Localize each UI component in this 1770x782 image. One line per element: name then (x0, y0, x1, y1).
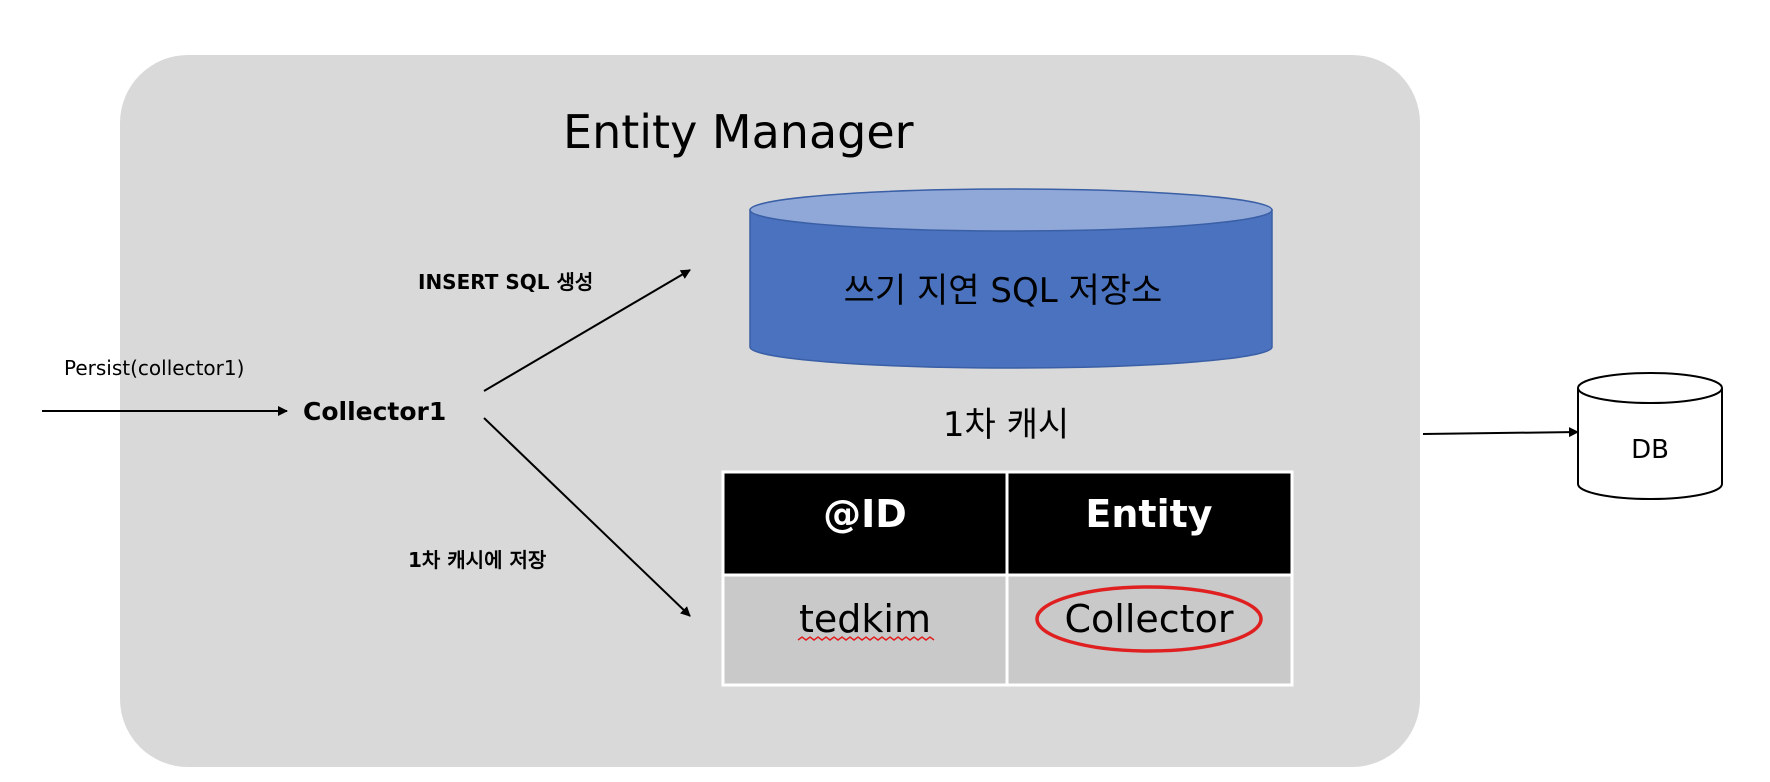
db-label: DB (1631, 435, 1669, 465)
table-row-entity-cell (1007, 575, 1292, 685)
collector-highlight-circle (1035, 585, 1263, 653)
db-cylinder-body (1577, 388, 1723, 500)
save-to-cache-arrow (483, 417, 691, 617)
table-header-id-cell (723, 472, 1007, 575)
table-header-entity-cell (1007, 472, 1292, 575)
store-label: 쓰기 지연 SQL 저장소 (844, 271, 1163, 311)
insert-sql-arrow (483, 269, 691, 392)
table-cell-entity: Collector (1065, 597, 1234, 641)
write-behind-sql-store: 쓰기 지연 SQL 저장소 (749, 188, 1273, 369)
first-level-cache-title: 1차 캐시 (943, 405, 1069, 445)
first-level-cache-table: @ID Entity tedkim Collector (721, 470, 1294, 687)
insert-sql-label: INSERT SQL 생성 (418, 270, 593, 294)
table-header-id: @ID (823, 492, 907, 536)
spellcheck-underline (797, 636, 935, 641)
flush-to-db-arrow (1422, 427, 1579, 438)
table-header-entity: Entity (1085, 492, 1212, 536)
db-cylinder-top (1577, 372, 1723, 404)
table-cell-id: tedkim (799, 597, 931, 641)
table-row-id-cell (723, 575, 1007, 685)
database-cylinder: DB (1577, 372, 1723, 500)
store-cylinder-top (749, 188, 1273, 232)
persist-label: Persist(collector1) (64, 356, 244, 380)
collector1-entity-label: Collector1 (303, 397, 446, 426)
save-to-cache-label: 1차 캐시에 저장 (408, 548, 547, 572)
table-outline (721, 470, 1294, 687)
entity-manager-title: Entity Manager (563, 105, 914, 159)
store-cylinder-body (749, 209, 1273, 369)
